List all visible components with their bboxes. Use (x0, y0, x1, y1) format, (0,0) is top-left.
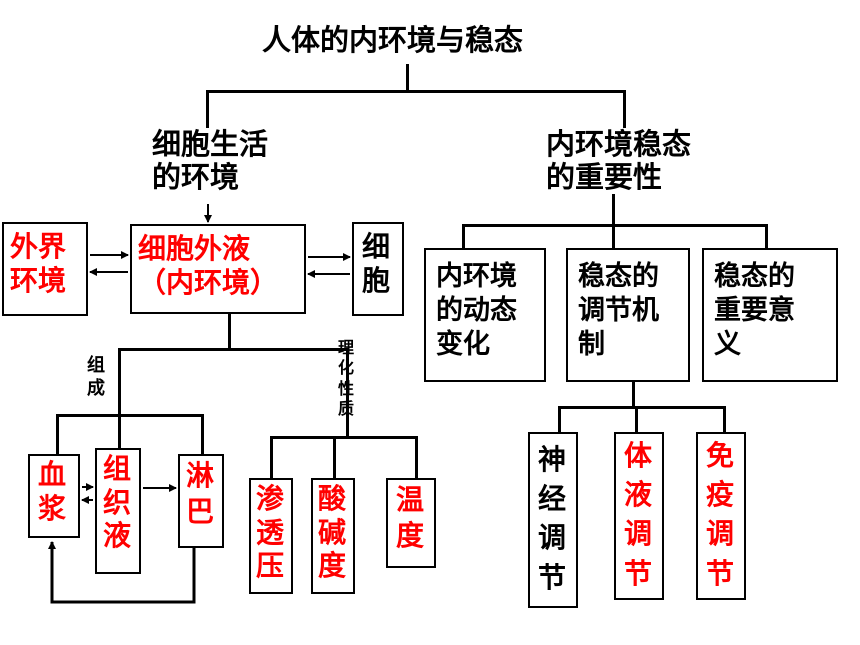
properties-drop-2 (333, 436, 336, 480)
regulation-drop-3 (723, 406, 726, 434)
properties-drop-3 (415, 436, 418, 480)
dynamic-change-box: 内环境 的动态 变化 (424, 248, 546, 382)
arrow-lymph-to-plasma (48, 541, 196, 604)
regulation-drop-2 (635, 406, 638, 434)
composition-drop-1 (56, 414, 59, 456)
importance-rail (462, 224, 768, 227)
title-branch-line (206, 90, 626, 93)
plasma-box: 血 浆 (28, 454, 80, 538)
outside-environment-box: 外界 环境 (2, 222, 88, 316)
properties-label: 理 化 性 质 (338, 338, 355, 419)
tissue-fluid-box: 组 织 液 (95, 448, 141, 574)
regulation-mechanism-box: 稳态的 调节机 制 (566, 248, 690, 382)
left-drop (206, 90, 209, 128)
regulation-stem (632, 382, 635, 408)
nerve-regulation-box: 神 经 调 节 (528, 432, 578, 608)
composition-drop-2 (118, 414, 121, 450)
title: 人体的内环境与稳态 (262, 23, 524, 57)
properties-drop-1 (270, 436, 273, 480)
osmotic-pressure-box: 渗 透 压 (249, 478, 293, 594)
cell-box: 细 胞 (352, 222, 404, 316)
composition-label: 组 成 (87, 355, 105, 400)
ph-box: 酸 碱 度 (311, 478, 355, 594)
properties-rail (270, 436, 418, 439)
importance-drop-3 (765, 224, 768, 250)
fluid-rail (118, 348, 348, 351)
temperature-box: 温 度 (386, 478, 436, 568)
composition-drop-3 (201, 414, 204, 456)
immune-regulation-box: 免 疫 调 节 (696, 432, 746, 600)
regulation-drop-1 (558, 406, 561, 434)
left-branch-label: 细胞生活 的环境 (152, 127, 269, 195)
importance-drop-2 (612, 224, 615, 250)
properties-drop (346, 348, 349, 438)
importance-stem (612, 194, 615, 226)
title-stem (406, 64, 409, 91)
importance-drop-1 (462, 224, 465, 250)
humoral-regulation-box: 体 液 调 节 (614, 432, 664, 600)
extracellular-fluid-box: 细胞外液 （内环境） (130, 224, 306, 314)
lymph-box: 淋 巴 (178, 454, 224, 548)
significance-box: 稳态的 重要意 义 (702, 248, 838, 382)
composition-rail (56, 414, 204, 417)
right-drop (623, 90, 626, 128)
regulation-rail (558, 406, 726, 409)
right-branch-label: 内环境稳态 的重要性 (546, 127, 692, 195)
fluid-stem (228, 314, 231, 350)
composition-drop (118, 348, 121, 416)
